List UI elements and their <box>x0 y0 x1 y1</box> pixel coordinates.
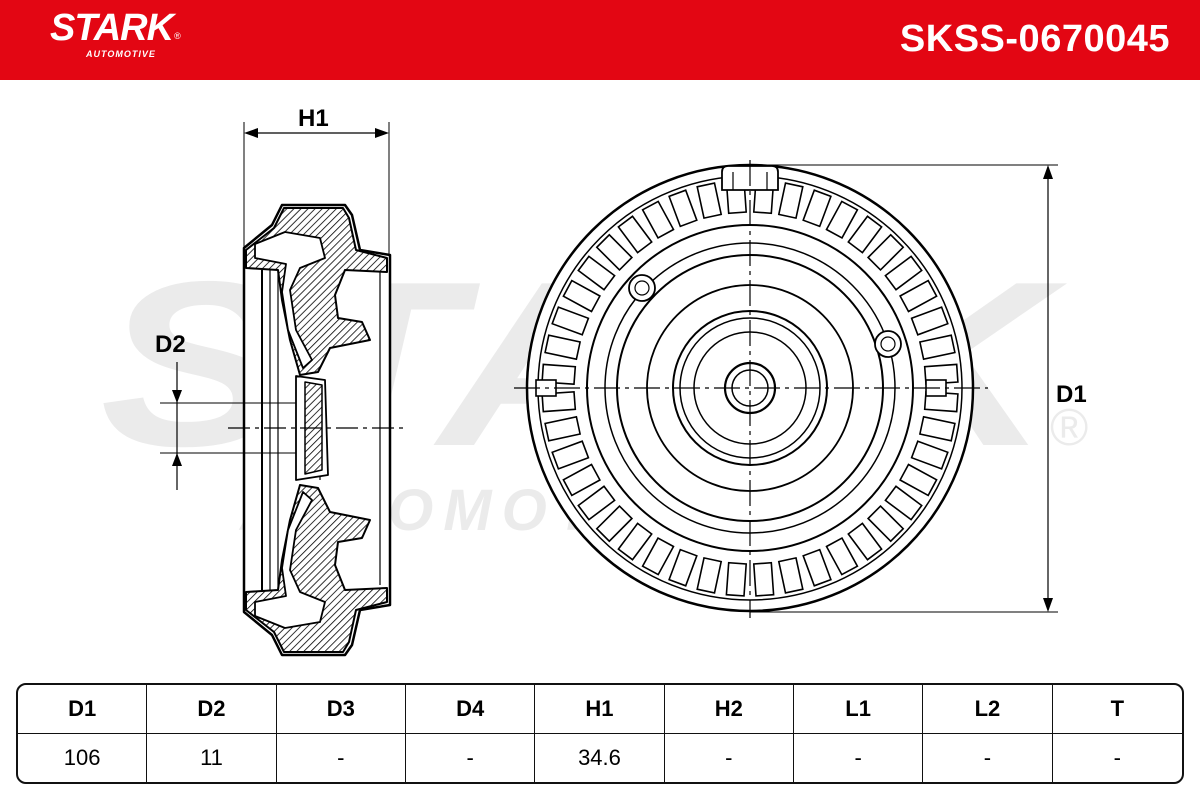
spring-seat-rib <box>641 537 675 576</box>
d2-label: D2 <box>155 331 186 358</box>
spec-value-d4: - <box>406 734 536 782</box>
spring-seat-rib <box>802 189 832 228</box>
spring-seat-rib <box>866 233 905 272</box>
spring-seat-rib <box>544 415 582 442</box>
brand-subtitle: AUTOMOTIVE <box>86 49 156 59</box>
spring-seat-rib <box>551 440 590 470</box>
spec-header-h1: H1 <box>535 685 665 734</box>
spring-seat-rib <box>595 504 634 543</box>
brand-registered-mark: ® <box>174 30 181 41</box>
spring-seat-rib <box>884 485 923 521</box>
spring-seat-rib <box>668 548 698 587</box>
spec-value-d3: - <box>277 734 406 782</box>
spring-seat-rib <box>918 334 956 361</box>
spring-seat-rib <box>562 279 601 313</box>
spring-seat-rib <box>577 485 616 521</box>
spec-value-h2: - <box>665 734 794 782</box>
spec-value-t: - <box>1113 745 1121 770</box>
spec-header-l2: L2 <box>923 685 1053 734</box>
spring-seat-rib <box>777 182 804 220</box>
spring-seat-ribs <box>541 179 959 597</box>
spring-seat-rib <box>595 233 634 272</box>
spring-seat-rib <box>752 561 775 597</box>
spec-value-d2: 11 <box>147 734 277 782</box>
spring-seat-rib <box>825 200 859 239</box>
spring-seat-rib <box>847 215 883 254</box>
brand-logo: STARK® AUTOMOTIVE <box>50 7 181 59</box>
side-section-view <box>160 122 408 657</box>
part-number: SKSS-0670045 <box>899 18 1170 60</box>
spring-seat-rib <box>725 561 748 597</box>
header-bar: STARK® AUTOMOTIVE SKSS-0670045 <box>0 0 1200 80</box>
spring-seat-rib <box>899 463 938 497</box>
spring-seat-rib <box>910 440 949 470</box>
spec-header-l1: L1 <box>793 685 924 734</box>
brand-name: STARK <box>50 7 174 49</box>
spec-header-d3: D3 <box>276 685 406 734</box>
spec-value-l2: - <box>923 734 1053 782</box>
spec-header-row: D1 D2 D3 D4 H1 H2 L1 L2 T <box>18 685 1182 734</box>
spring-seat-rib <box>910 306 949 336</box>
spring-seat-rib <box>562 463 601 497</box>
watermark-registered: ® <box>1050 399 1088 457</box>
front-view <box>514 160 1058 618</box>
h1-label: H1 <box>298 105 329 132</box>
spring-seat-rib <box>641 200 675 239</box>
spring-seat-rib <box>696 556 723 594</box>
spring-seat-rib <box>866 504 905 543</box>
spring-seat-rib <box>918 415 956 442</box>
spec-value-h1: 34.6 <box>535 734 665 782</box>
spring-seat-rib <box>668 189 698 228</box>
spring-seat-rib <box>884 255 923 291</box>
spec-header-d4: D4 <box>405 685 536 734</box>
spring-seat-rib <box>847 522 883 561</box>
spring-seat-rib <box>544 334 582 361</box>
spec-value-d1: 106 <box>18 734 148 782</box>
spec-value-l1: - <box>794 734 924 782</box>
spec-header-h2: H2 <box>664 685 794 734</box>
technical-drawing: STARK AUTOMOTIVE ® <box>100 105 1088 657</box>
spring-seat-rib <box>617 215 653 254</box>
spring-seat-rib <box>577 255 616 291</box>
spec-value-row: 106 11 - - 34.6 - - - - <box>18 734 1182 782</box>
spring-seat-rib <box>551 306 590 336</box>
spring-seat-rib <box>802 548 832 587</box>
spec-header-d1: D1 <box>18 685 148 734</box>
spec-table: D1 D2 D3 D4 H1 H2 L1 L2 T 106 11 - - 34.… <box>16 683 1184 784</box>
spec-header-d2: D2 <box>147 685 277 734</box>
d1-label: D1 <box>1056 381 1087 408</box>
spring-seat-rib <box>899 279 938 313</box>
spring-seat-rib <box>777 556 804 594</box>
spec-header-t: T <box>1052 685 1182 734</box>
spring-seat-rib <box>617 522 653 561</box>
spring-seat-rib <box>696 182 723 220</box>
spring-seat-rib <box>825 537 859 576</box>
